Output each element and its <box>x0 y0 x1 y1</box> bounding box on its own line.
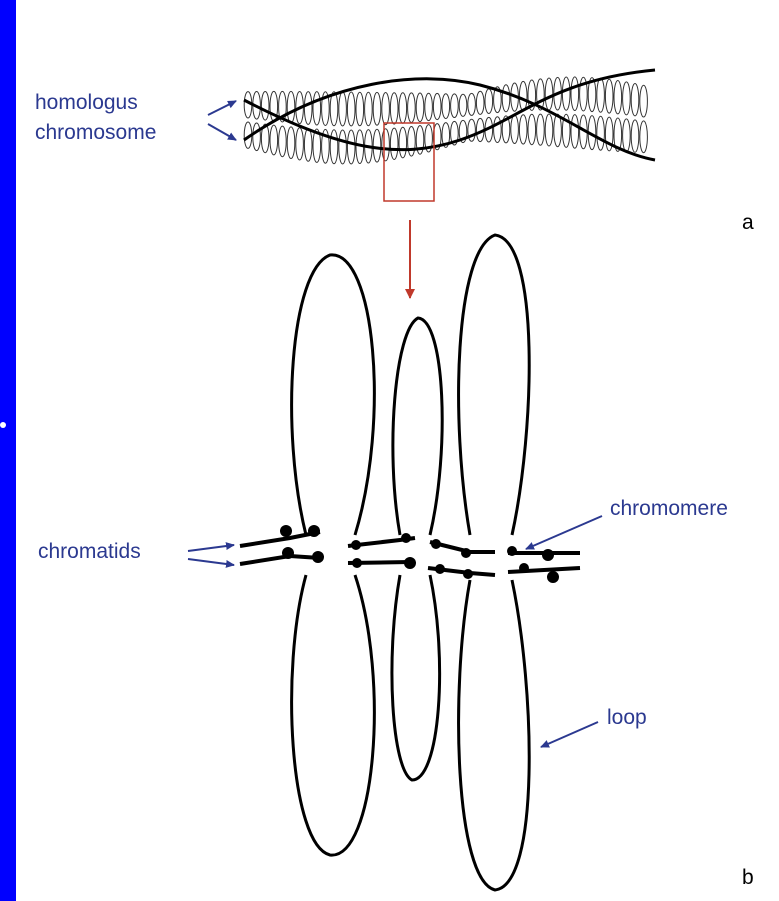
chromosome-loop-outline <box>537 114 545 145</box>
chromosome-loop-outline <box>494 117 502 143</box>
chromosome-loop-outline <box>408 127 416 157</box>
chromosome-loop-outline <box>519 81 527 110</box>
chromosome-loop-outline <box>287 127 295 159</box>
chromosome-loop-outline <box>597 78 605 112</box>
chromosome-loop-outline <box>433 93 441 119</box>
chromomere-dot <box>312 551 324 563</box>
loop-upper-left <box>292 255 375 535</box>
chromosome-loop-outline <box>451 94 459 118</box>
chromosome-loop-outline <box>640 121 648 153</box>
chromosome-loop-outline <box>373 129 381 162</box>
chromomere-dot <box>401 533 411 543</box>
chromosome-loop-outline <box>365 92 373 125</box>
chromosome-label: chromosome <box>35 121 156 145</box>
chromosome-loop-outline <box>399 127 407 158</box>
loop-upper-middle <box>393 318 442 535</box>
chromosome-loop-outline <box>330 92 338 126</box>
chromosome-loop-outline <box>304 129 312 162</box>
chromosome-loop-outline <box>623 119 631 152</box>
chromosome-loop-outline <box>390 93 398 124</box>
chromomere-dot <box>282 547 294 559</box>
chromosome-loop-outline <box>339 130 347 164</box>
chromosome-loop-outline <box>313 92 321 125</box>
loop-label: loop <box>607 706 647 730</box>
chromosome-loop-outline <box>347 130 355 164</box>
loop-lower-left <box>292 575 375 855</box>
chromosome-loop-outline <box>545 78 553 110</box>
chromosome-loop-outline <box>485 89 493 114</box>
chromosome-loop-outline <box>614 81 622 114</box>
chromosome-loop-outline <box>287 91 295 123</box>
chromosome-loop-outline <box>425 93 433 120</box>
chromosome-loop-outline <box>476 91 484 114</box>
chromosome-loop-outline <box>605 79 613 113</box>
chromomere-dot <box>519 563 529 573</box>
loop-upper-right <box>459 235 530 535</box>
chromosome-loop-outline <box>296 128 304 160</box>
chromosome-loop-outline <box>459 94 467 116</box>
chromosome-loop-outline <box>373 92 381 125</box>
chromosome-loop-outline <box>597 116 605 150</box>
chromomere-arrow <box>526 516 602 549</box>
chromomere-dot <box>431 539 441 549</box>
chromatids-arrow-1 <box>188 545 234 551</box>
chromomere-dot <box>351 540 361 550</box>
chromomere-dot <box>461 548 471 558</box>
chromosome-loop-outline <box>631 120 639 152</box>
chromomere-label: chromomere <box>610 497 728 521</box>
chromatids-arrow-2 <box>188 559 234 565</box>
chromosome-loop-outline <box>304 92 312 125</box>
chromosome-loop-outline <box>279 126 287 157</box>
chromosome-loop-outline <box>382 129 390 161</box>
chromosome-loop-outline <box>416 93 424 122</box>
chromosome-loop-outline <box>571 115 579 149</box>
homolog-arrow-2 <box>208 124 236 140</box>
chromosome-loop-outline <box>339 92 347 126</box>
chromosome-loop-outline <box>442 94 450 119</box>
chromomere-dot <box>463 569 473 579</box>
chromosome-loops-a <box>244 77 647 164</box>
chromosome-loop-outline <box>519 115 527 144</box>
chromosome-loop-outline <box>270 125 278 155</box>
chromosome-loop-outline <box>631 84 639 116</box>
chromatids-label: chromatids <box>38 540 141 564</box>
chromomere-dot <box>352 558 362 568</box>
loop-lower-middle <box>392 575 440 780</box>
chromosome-loop-outline <box>502 85 510 112</box>
chromomere-dot <box>542 549 554 561</box>
chromosome-loop-outline <box>399 93 407 124</box>
chromosome-loop-outline <box>640 85 648 117</box>
chromosome-loop-outline <box>545 114 553 146</box>
chromosome-loop-outline <box>347 92 355 126</box>
chromosome-loop-outline <box>261 92 269 121</box>
loop-arrow <box>541 722 598 747</box>
loop-lower-right <box>459 580 530 890</box>
chromosome-loop-outline <box>253 123 261 151</box>
chromosome-loop-outline <box>571 77 579 111</box>
chromosome-loop-outline <box>554 114 562 147</box>
chromosome-loop-outline <box>382 93 390 125</box>
homolog-arrow-1 <box>208 101 236 115</box>
chromosome-loop-outline <box>356 92 364 126</box>
chromosome-loop-outline <box>390 128 398 159</box>
chromosome-loop-outline <box>330 130 338 164</box>
panel-a-label: a <box>742 211 754 235</box>
chromomere-dot <box>404 557 416 569</box>
chromomere-dot <box>308 525 320 537</box>
chromosome-loop-outline <box>511 115 519 143</box>
chromosome-loop-outline <box>528 114 536 144</box>
chromomere-dot <box>507 546 517 556</box>
chromosome-loop-outline <box>562 77 570 110</box>
panel-b-label: b <box>742 866 754 890</box>
chromomere-dot <box>435 564 445 574</box>
chromomere-dot <box>280 525 292 537</box>
homologus-label: homologus <box>35 91 138 115</box>
chromosome-loop-outline <box>408 93 416 123</box>
chromosome-loop-outline <box>623 82 631 115</box>
chromomere-dot <box>547 571 559 583</box>
chromosome-loop-outline <box>468 93 476 115</box>
